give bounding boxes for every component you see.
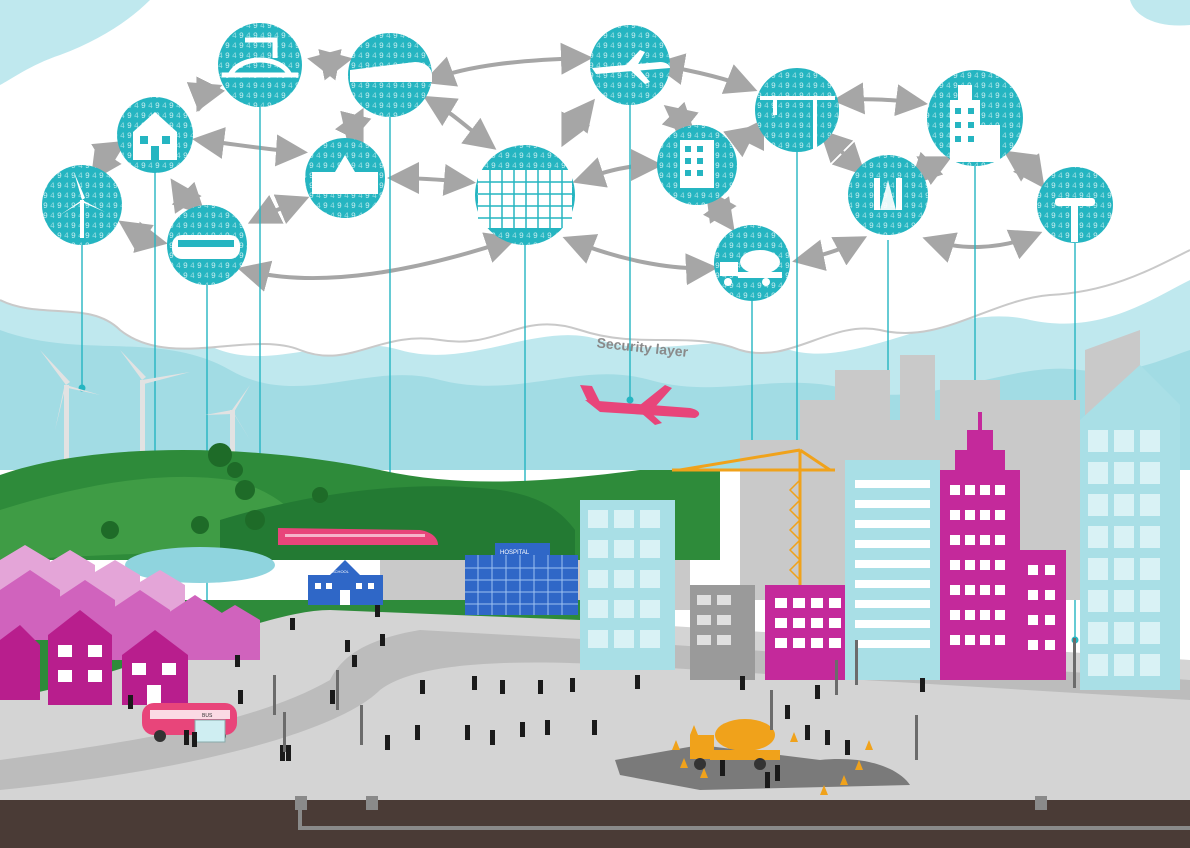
school-building: SCHOOL	[308, 560, 383, 605]
node-train	[348, 33, 432, 117]
node-hospital	[475, 145, 575, 245]
node-crane	[755, 68, 839, 152]
glass-building-left	[580, 500, 675, 670]
hospital-icon	[478, 170, 572, 228]
glass-tower-right	[1080, 365, 1180, 690]
node-cement-truck	[714, 225, 790, 301]
node-skyscraper	[927, 70, 1023, 166]
bus-stop: BUS	[194, 713, 226, 743]
node-bridge	[218, 23, 302, 107]
node-airplane	[590, 25, 670, 105]
office-building-icon	[680, 140, 714, 188]
house-icon	[133, 112, 177, 160]
houses-front	[0, 610, 188, 705]
node-office	[657, 125, 737, 205]
grey-building	[690, 585, 755, 680]
node-school	[305, 138, 385, 218]
school-icon	[312, 155, 378, 194]
cement-truck	[690, 719, 780, 770]
cloud-top-left	[0, 0, 150, 85]
hospital-building: HOSPITAL	[465, 543, 578, 615]
airplane-icon	[592, 50, 670, 84]
pedestrians	[128, 605, 925, 788]
wind-turbine-icon	[60, 172, 105, 238]
wind-turbines	[40, 350, 250, 485]
street-lamps	[273, 638, 1076, 760]
traffic-cones	[672, 725, 873, 795]
magenta-building-small	[765, 585, 847, 680]
skyscraper-icon	[950, 85, 1000, 162]
node-cell-tower	[848, 155, 928, 235]
cement-truck-icon	[720, 250, 782, 286]
node-wind-turbine	[42, 165, 122, 245]
bridge-icon	[222, 37, 298, 78]
cloud-top-right	[1130, 0, 1190, 26]
magenta-skyscraper	[940, 412, 1066, 680]
teal-building	[845, 460, 940, 680]
node-bus	[167, 205, 247, 285]
school-sign: SCHOOL	[332, 569, 350, 574]
node-house	[117, 97, 193, 173]
underground	[0, 800, 1190, 848]
airplane	[580, 385, 700, 425]
bus-sign: BUS	[202, 713, 213, 719]
cloud-outline	[0, 249, 1190, 357]
high-speed-train	[278, 528, 438, 545]
crane-icon	[760, 96, 835, 150]
street-lamp-icon	[1055, 198, 1095, 242]
cell-tower-icon	[874, 178, 902, 210]
construction-crane	[672, 448, 835, 585]
bus-icon	[172, 235, 240, 259]
train-icon	[350, 62, 432, 82]
manholes	[295, 796, 1047, 810]
node-street-lamp	[1037, 167, 1113, 243]
hospital-sign: HOSPITAL	[500, 550, 530, 556]
